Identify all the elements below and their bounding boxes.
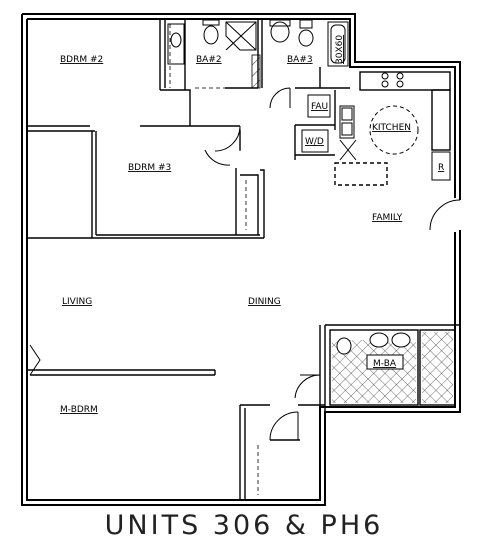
label-wd: W/D <box>305 137 324 147</box>
sink-ba2 <box>167 23 185 65</box>
label-family: FAMILY <box>372 213 403 223</box>
mba-fixtures <box>336 332 411 370</box>
closet-rods <box>169 24 259 495</box>
label-dining: DINING <box>248 297 281 307</box>
fau-box <box>307 94 331 118</box>
toilet-ba2 <box>202 19 220 45</box>
ba3-fixtures <box>269 19 349 67</box>
label-ba2: BA#2 <box>196 55 222 65</box>
label-ba3: BA#3 <box>287 55 313 65</box>
stove-burners <box>381 72 404 88</box>
refrigerator <box>431 151 451 181</box>
sink-bowl-ba2 <box>170 32 182 48</box>
hatched-wall <box>251 54 261 89</box>
kitchen-sink <box>339 105 357 161</box>
kitchen-island <box>369 105 419 155</box>
label-kitchen: KITCHEN <box>372 123 411 133</box>
mba-shower-2 <box>422 332 453 403</box>
door-swings <box>29 87 461 441</box>
unit-caption: UNITS 306 & PH6 <box>104 510 384 541</box>
interior-walls <box>27 19 460 500</box>
wd-box <box>301 129 329 153</box>
label-bdrm2: BDRM #2 <box>60 55 103 65</box>
label-fau: FAU <box>311 102 328 112</box>
label-mba: M-BA <box>373 359 397 369</box>
label-mbdrm: M-BDRM <box>60 405 98 415</box>
label-living: LIVING <box>62 297 92 307</box>
label-fridge: R <box>438 163 444 173</box>
label-tub: 30X60 <box>335 35 345 64</box>
label-bdrm3: BDRM #3 <box>128 163 171 173</box>
shower-ba2 <box>225 21 257 51</box>
